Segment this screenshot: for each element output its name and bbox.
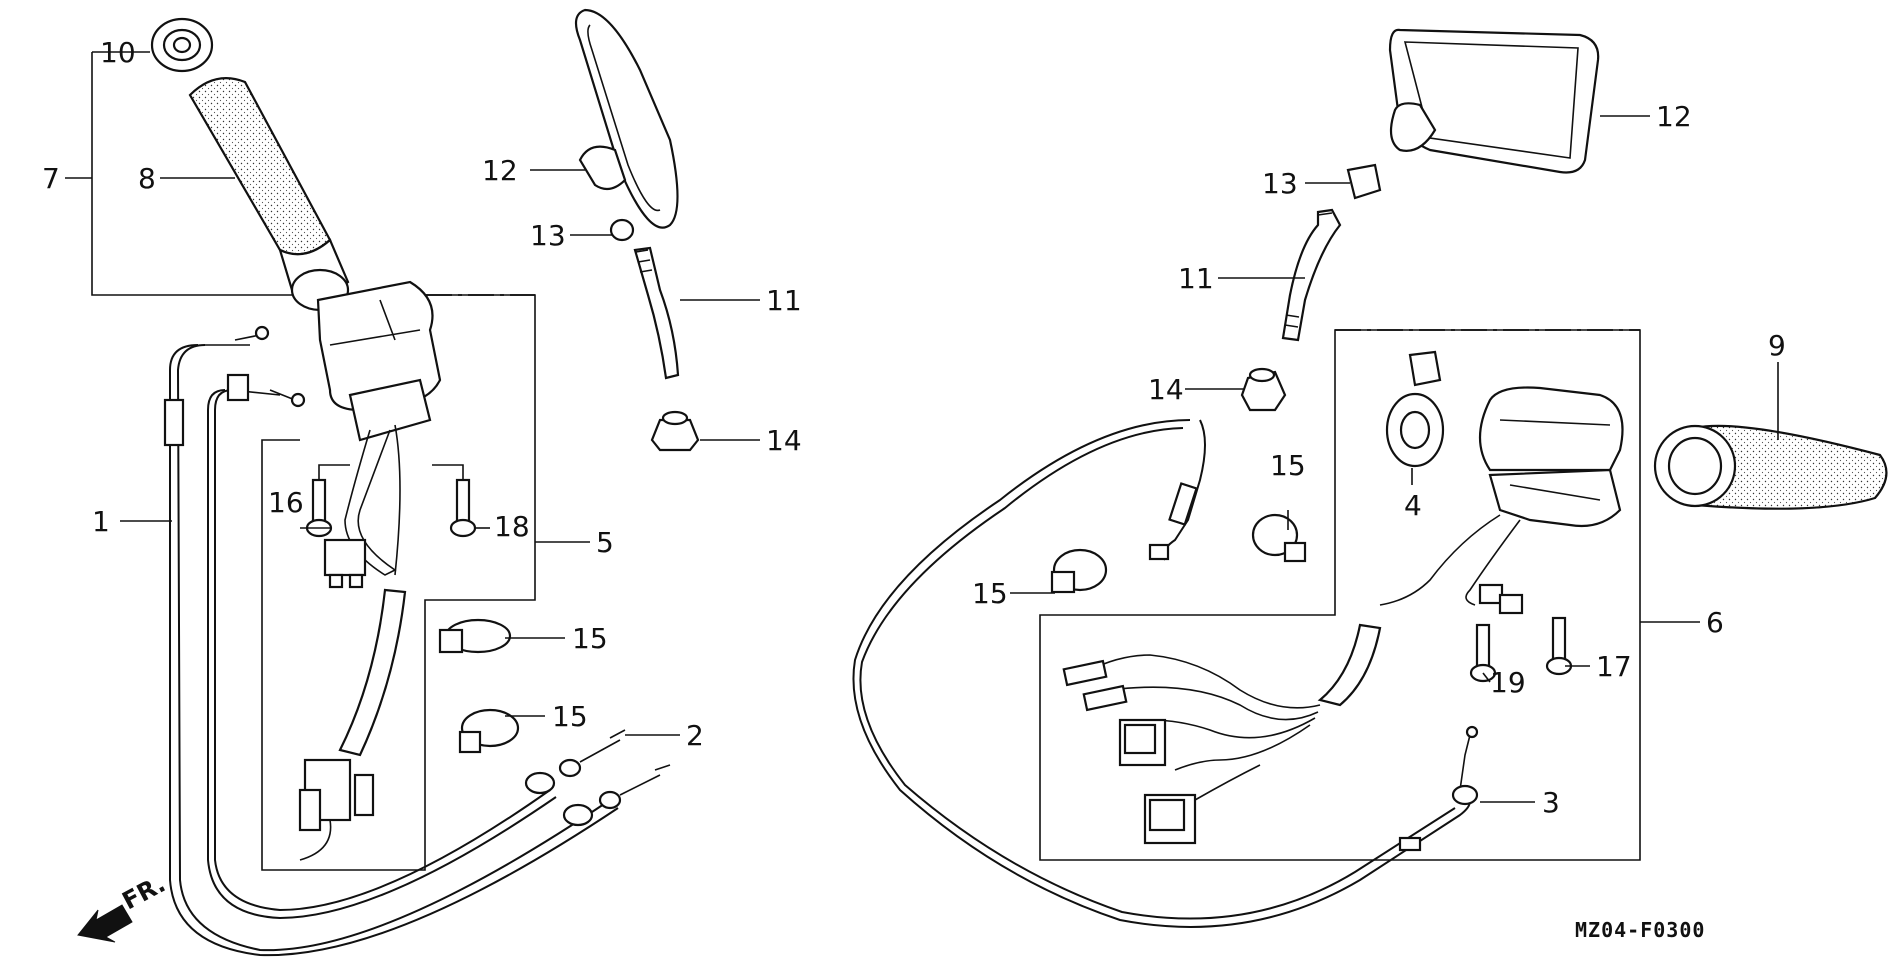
callout-leaders (65, 115, 1779, 803)
left-switch-connector (323, 538, 367, 589)
left-switch-outline (91, 52, 536, 871)
callout-14-left: 14 (766, 424, 802, 457)
callout-4: 4 (1404, 489, 1422, 522)
callout-8: 8 (138, 162, 156, 195)
part-2-throttle-cable (207, 373, 557, 920)
part-18-screw (449, 478, 477, 538)
part-14-nut-right (1240, 367, 1287, 412)
callout-13-right: 13 (1262, 167, 1298, 200)
part-11-mirror-stay-left (633, 246, 680, 380)
callout-9: 9 (1768, 329, 1786, 362)
part-15-clamp-right-a (1050, 548, 1108, 594)
callout-15-right-b: 15 (1270, 449, 1306, 482)
part-11-mirror-stay-right (1281, 208, 1342, 342)
callout-labels: 10 7 8 1 16 18 5 15 15 2 12 13 11 14 12 … (42, 36, 1786, 819)
callout-5: 5 (596, 526, 614, 559)
part-15-clamp-right-b (1251, 513, 1307, 563)
front-direction-arrow: FR. (77, 870, 170, 943)
callout-12-left: 12 (482, 154, 518, 187)
part-10-end-weight (150, 17, 214, 73)
front-label: FR. (118, 870, 170, 916)
callout-7: 7 (42, 162, 60, 195)
callout-16: 16 (268, 486, 304, 519)
part-14-nut-left (650, 410, 700, 452)
callout-17: 17 (1596, 650, 1632, 683)
part-15-clamp-left-b (458, 708, 520, 754)
part-8-left-grip (188, 77, 350, 312)
callout-14-right: 14 (1148, 373, 1184, 406)
callout-6: 6 (1706, 606, 1724, 639)
part-1-throttle-cable (163, 325, 619, 957)
left-lower-harness (298, 588, 407, 861)
callout-11-left: 11 (766, 284, 802, 317)
callout-12-right: 12 (1656, 100, 1692, 133)
part-4-throttle-pulley (1385, 350, 1445, 468)
callout-18: 18 (494, 510, 530, 543)
right-lower-harness (1062, 623, 1382, 845)
part-9-right-grip (1653, 424, 1888, 510)
part-17-screw (1545, 616, 1573, 676)
callout-19: 19 (1490, 666, 1526, 699)
part-12-mirror-right (1388, 28, 1600, 174)
callout-2: 2 (686, 719, 704, 752)
part-3-throttle-cable (852, 419, 1479, 928)
part-6-right-switch-housing (1379, 386, 1624, 615)
part-13-nut-right (1346, 163, 1382, 200)
callout-15-left-b: 15 (552, 700, 588, 733)
callout-1: 1 (92, 505, 110, 538)
part-15-clamp-left-a (438, 618, 512, 654)
diagram-code: MZ04-F0300 (1575, 918, 1705, 942)
callout-10: 10 (100, 36, 136, 69)
callout-13-left: 13 (530, 219, 566, 252)
callout-15-left-a: 15 (572, 622, 608, 655)
callout-3: 3 (1542, 786, 1560, 819)
part-5-left-switch-housing (316, 280, 442, 576)
callout-15-right-a: 15 (972, 577, 1008, 610)
callout-11-right: 11 (1178, 262, 1214, 295)
cable-ends-left (524, 729, 671, 827)
part-12-mirror-left (574, 8, 679, 242)
